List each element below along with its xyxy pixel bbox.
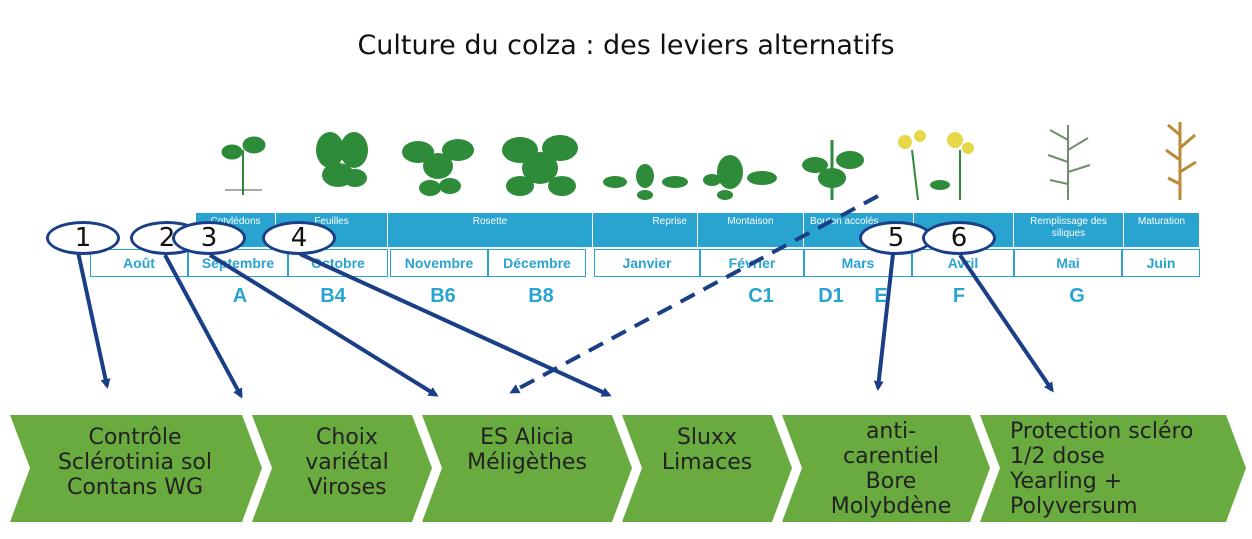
plant-maturation-icon [1165, 122, 1197, 200]
arrow-3 [208, 253, 439, 397]
lever-4-text: Sluxx Limaces [661, 425, 753, 475]
arrow-2 [163, 254, 243, 399]
month-decembre: Décembre [488, 249, 586, 277]
marker-1: 1 [46, 221, 120, 255]
plant-silique-icon [1047, 125, 1091, 200]
arrow-6 [958, 253, 1054, 393]
period-maturation: Maturation [1124, 213, 1200, 247]
period-remplissage: Remplissage des siliques [1014, 213, 1124, 247]
period-reprise: Reprise [593, 213, 698, 247]
arrow-4 [299, 252, 612, 397]
lever-2-text: Choix variétal Viroses [305, 425, 389, 500]
month-juin: Juin [1122, 249, 1200, 277]
plant-montaison-icon [703, 155, 777, 200]
chevron-5 [782, 415, 990, 522]
plant-cotyledon-icon [221, 136, 266, 195]
lever-6-text: Protection scléro 1/2 dose Yearling + Po… [1010, 419, 1194, 519]
chevron-3 [422, 415, 632, 522]
plant-flower-icon [898, 130, 974, 201]
period-rosette: Rosette [388, 213, 593, 247]
lever-1-text: Contrôle Sclérotinia sol Contans WG [57, 425, 213, 500]
stage-a: A [232, 285, 248, 307]
stage-g: G [1069, 285, 1085, 307]
stage-b4: B4 [320, 285, 346, 307]
plant-8leaves-icon [502, 135, 578, 196]
stage-b8: B8 [528, 285, 554, 307]
month-janvier: Janvier [594, 249, 700, 277]
stage-b6: B6 [430, 285, 456, 307]
month-novembre: Novembre [390, 249, 488, 277]
marker-6: 6 [922, 221, 996, 255]
stage-c1: C1 [748, 285, 774, 307]
stage-e: E [874, 285, 888, 307]
arrow-1 [76, 251, 111, 389]
lever-5-text: anti- carentiel Bore Molybdène [830, 419, 952, 519]
lever-3-text: ES Alicia Méligèthes [467, 425, 587, 475]
plant-bouton-icon [802, 140, 864, 200]
marker-4: 4 [262, 221, 336, 255]
marker-5: 5 [859, 221, 933, 255]
plant-reprise-icon [603, 164, 688, 200]
diagram-title: Culture du colza : des leviers alternati… [357, 30, 895, 61]
plant-6leaves-icon [402, 139, 474, 196]
chevron-1 [10, 415, 262, 522]
period-montaison: Montaison [698, 213, 804, 247]
month-mai: Mai [1014, 249, 1122, 277]
marker-3: 3 [172, 221, 246, 255]
chevron-2 [252, 415, 432, 522]
arrow-5 [873, 253, 895, 391]
plant-4leaves-icon [316, 132, 368, 187]
chevron-4 [622, 415, 792, 522]
stage-f: F [952, 285, 966, 307]
arrow-dashed [509, 194, 879, 394]
stage-d1: D1 [818, 285, 844, 307]
chevron-6 [980, 415, 1246, 522]
